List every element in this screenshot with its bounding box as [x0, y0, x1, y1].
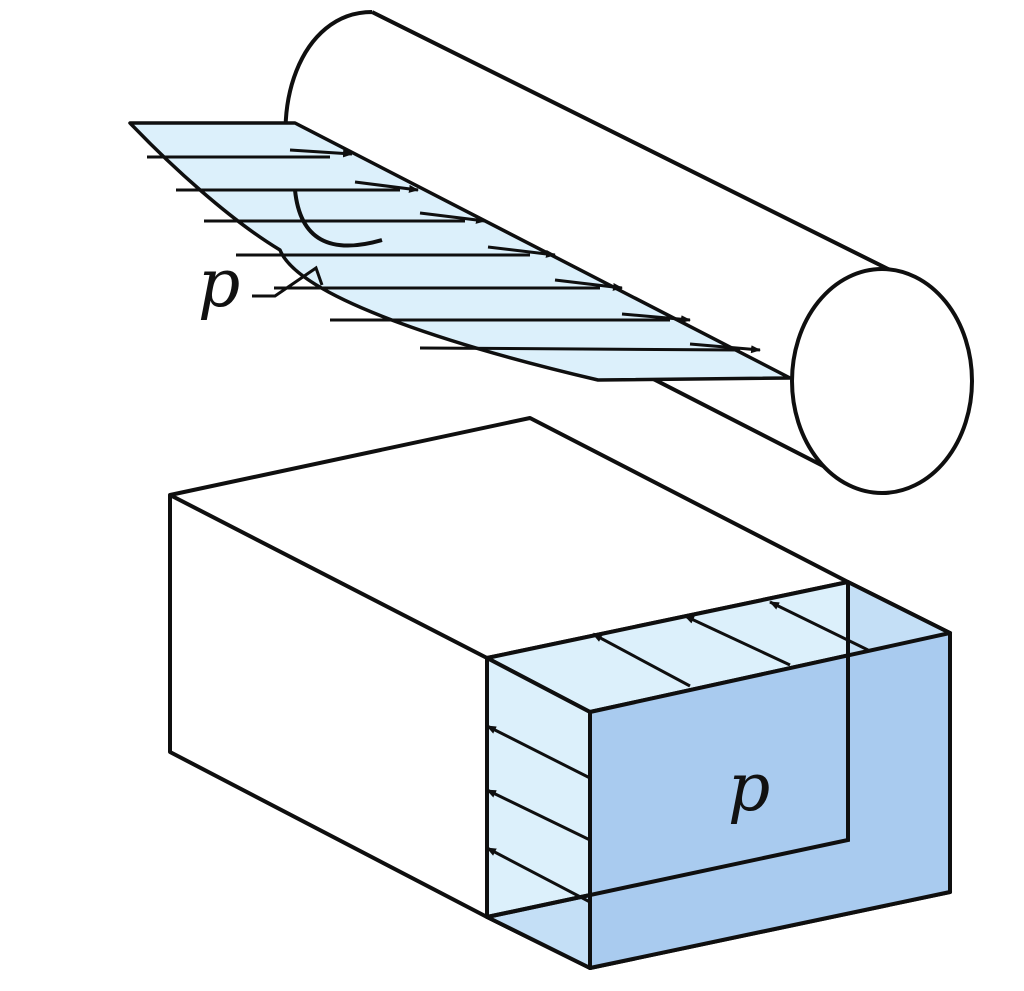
cylinder-arrow [554, 278, 623, 291]
cylinder-sheet-grid [147, 155, 741, 352]
block-side-arrows [486, 724, 591, 904]
block-figure: p [168, 416, 952, 970]
cylinder-arrow [354, 180, 419, 193]
cylinder-pressure-label: p [198, 245, 240, 322]
block-inner-edges [486, 582, 850, 919]
cylinder-front-edge [293, 189, 383, 248]
cylinder-arrow [419, 211, 486, 224]
cylinder-arrow [289, 148, 353, 158]
cylinder-pressure-arrows [289, 148, 761, 354]
cylinder-arrow [487, 245, 556, 258]
block-side-arrow [486, 846, 591, 904]
block-top-arrow [592, 632, 691, 688]
block-top-arrows [592, 600, 869, 688]
block-front-pressure-face [588, 631, 952, 970]
cylinder-figure: p [128, 10, 974, 495]
cylinder-arrow [689, 342, 761, 354]
block-top-arrow [684, 614, 791, 667]
cylinder-arrow [621, 312, 691, 324]
block-side-arrow [486, 724, 591, 780]
cylinder-pressure-leader [252, 265, 324, 298]
block-top-edge [169, 493, 488, 660]
block-top-arrow [769, 600, 869, 652]
block-pressure-label: p [728, 749, 770, 826]
block-side-arrow [486, 788, 591, 842]
cylinder-end-cap [790, 267, 974, 495]
